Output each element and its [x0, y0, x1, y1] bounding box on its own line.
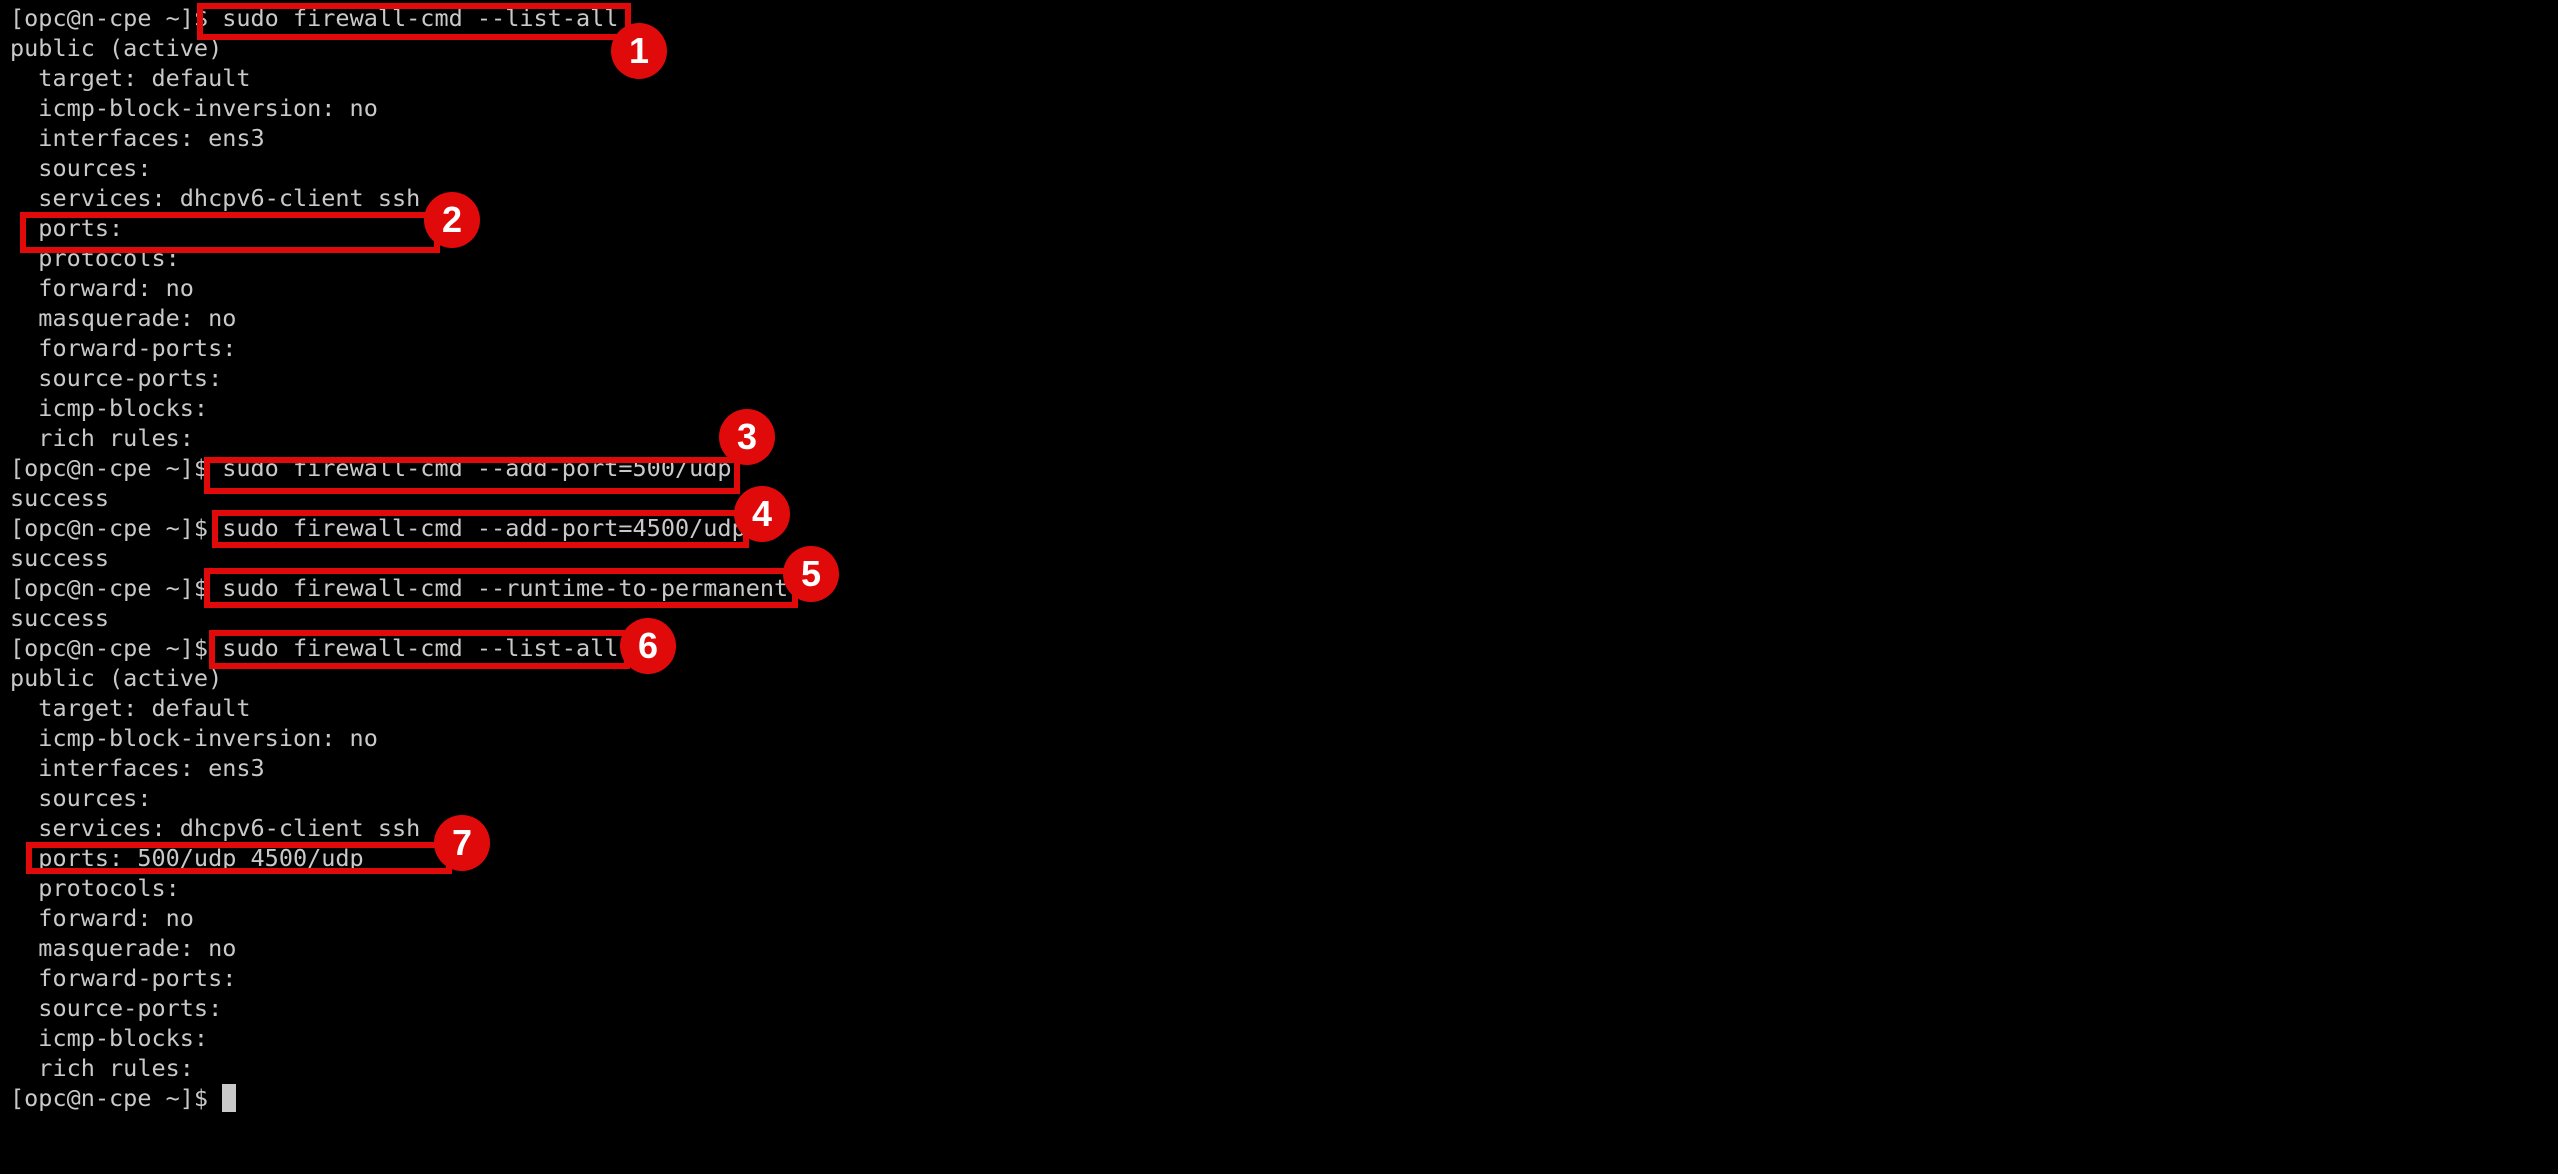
output-text: masquerade: no: [10, 304, 237, 332]
annotation-box-1: [197, 3, 631, 40]
text-cursor: [222, 1084, 237, 1112]
output-line: services: dhcpv6-client ssh: [10, 813, 788, 843]
command-text: sudo firewall-cmd --runtime-to-permanent: [222, 574, 789, 602]
output-text: source-ports:: [10, 994, 237, 1022]
output-text: public (active): [10, 34, 223, 62]
annotation-box-7: [26, 842, 452, 874]
output-text: icmp-blocks:: [10, 394, 223, 422]
annotation-badge-5: 5: [783, 546, 839, 602]
output-text: services: dhcpv6-client ssh: [10, 814, 421, 842]
output-text: protocols:: [10, 874, 194, 902]
output-text: ports:: [10, 214, 138, 242]
output-text: icmp-block-inversion: no: [10, 724, 378, 752]
output-line: icmp-block-inversion: no: [10, 93, 788, 123]
output-text: icmp-blocks:: [10, 1024, 223, 1052]
output-text: rich rules:: [10, 1054, 209, 1082]
output-line: forward-ports:: [10, 963, 788, 993]
output-text: ports: 500/udp 4500/udp: [10, 844, 364, 872]
output-line: protocols:: [10, 873, 788, 903]
output-line: rich rules:: [10, 1053, 788, 1083]
output-line: ports:: [10, 213, 788, 243]
output-text: success: [10, 544, 110, 572]
annotation-badge-6: 6: [620, 618, 676, 674]
output-text: icmp-block-inversion: no: [10, 94, 378, 122]
output-line: forward: no: [10, 903, 788, 933]
output-text: sources:: [10, 154, 166, 182]
annotation-badge-3: 3: [719, 409, 775, 465]
output-line: rich rules:: [10, 423, 788, 453]
command-line: [opc@n-cpe ~]$ sudo firewall-cmd --runti…: [10, 573, 788, 603]
annotation-box-2: [20, 212, 440, 253]
output-line: interfaces: ens3: [10, 123, 788, 153]
output-text: public (active): [10, 664, 223, 692]
shell-prompt: [opc@n-cpe ~]$: [10, 574, 223, 602]
output-line: forward-ports:: [10, 333, 788, 363]
annotation-box-4: [212, 510, 749, 548]
active-prompt-line[interactable]: [opc@n-cpe ~]$: [10, 1083, 788, 1113]
output-line: sources:: [10, 153, 788, 183]
output-line: source-ports:: [10, 363, 788, 393]
output-text: services: dhcpv6-client ssh: [10, 184, 421, 212]
annotation-box-3: [204, 457, 740, 494]
output-text: forward-ports:: [10, 964, 251, 992]
output-text: sources:: [10, 784, 166, 812]
output-line: success: [10, 603, 788, 633]
annotation-badge-4: 4: [734, 486, 790, 542]
output-line: sources:: [10, 783, 788, 813]
output-text: target: default: [10, 64, 251, 92]
output-line: interfaces: ens3: [10, 753, 788, 783]
output-line: masquerade: no: [10, 933, 788, 963]
output-line: target: default: [10, 63, 788, 93]
output-text: source-ports:: [10, 364, 237, 392]
output-line: icmp-blocks:: [10, 1023, 788, 1053]
command-text: sudo firewall-cmd --list-all: [222, 634, 619, 662]
annotation-box-6: [209, 630, 630, 669]
output-text: interfaces: ens3: [10, 754, 265, 782]
output-text: success: [10, 604, 110, 632]
output-text: interfaces: ens3: [10, 124, 265, 152]
command-line: [opc@n-cpe ~]$ sudo firewall-cmd --list-…: [10, 633, 788, 663]
output-line: source-ports:: [10, 993, 788, 1023]
shell-prompt: [opc@n-cpe ~]$: [10, 634, 223, 662]
output-line: success: [10, 483, 788, 513]
command-line: [opc@n-cpe ~]$ sudo firewall-cmd --add-p…: [10, 513, 788, 543]
output-text: forward-ports:: [10, 334, 251, 362]
annotation-badge-2: 2: [424, 192, 480, 248]
output-line: icmp-blocks:: [10, 393, 788, 423]
shell-prompt: [opc@n-cpe ~]$: [10, 1084, 223, 1112]
output-text: target: default: [10, 694, 251, 722]
output-line: success: [10, 543, 788, 573]
output-line: target: default: [10, 693, 788, 723]
output-line: masquerade: no: [10, 303, 788, 333]
output-text: forward: no: [10, 904, 194, 932]
output-line: services: dhcpv6-client ssh: [10, 183, 788, 213]
annotation-badge-7: 7: [434, 815, 490, 871]
command-text: sudo firewall-cmd --add-port=4500/udp: [222, 514, 746, 542]
output-text: success: [10, 484, 110, 512]
terminal-output[interactable]: [opc@n-cpe ~]$ sudo firewall-cmd --list-…: [10, 3, 788, 1113]
output-line: icmp-block-inversion: no: [10, 723, 788, 753]
shell-prompt: [opc@n-cpe ~]$: [10, 4, 223, 32]
output-text: forward: no: [10, 274, 194, 302]
shell-prompt: [opc@n-cpe ~]$: [10, 514, 223, 542]
output-line: forward: no: [10, 273, 788, 303]
annotation-box-5: [204, 568, 798, 608]
output-text: masquerade: no: [10, 934, 237, 962]
annotation-badge-1: 1: [611, 23, 667, 79]
shell-prompt: [opc@n-cpe ~]$: [10, 454, 223, 482]
output-text: rich rules:: [10, 424, 209, 452]
output-line: public (active): [10, 663, 788, 693]
output-line: ports: 500/udp 4500/udp: [10, 843, 788, 873]
